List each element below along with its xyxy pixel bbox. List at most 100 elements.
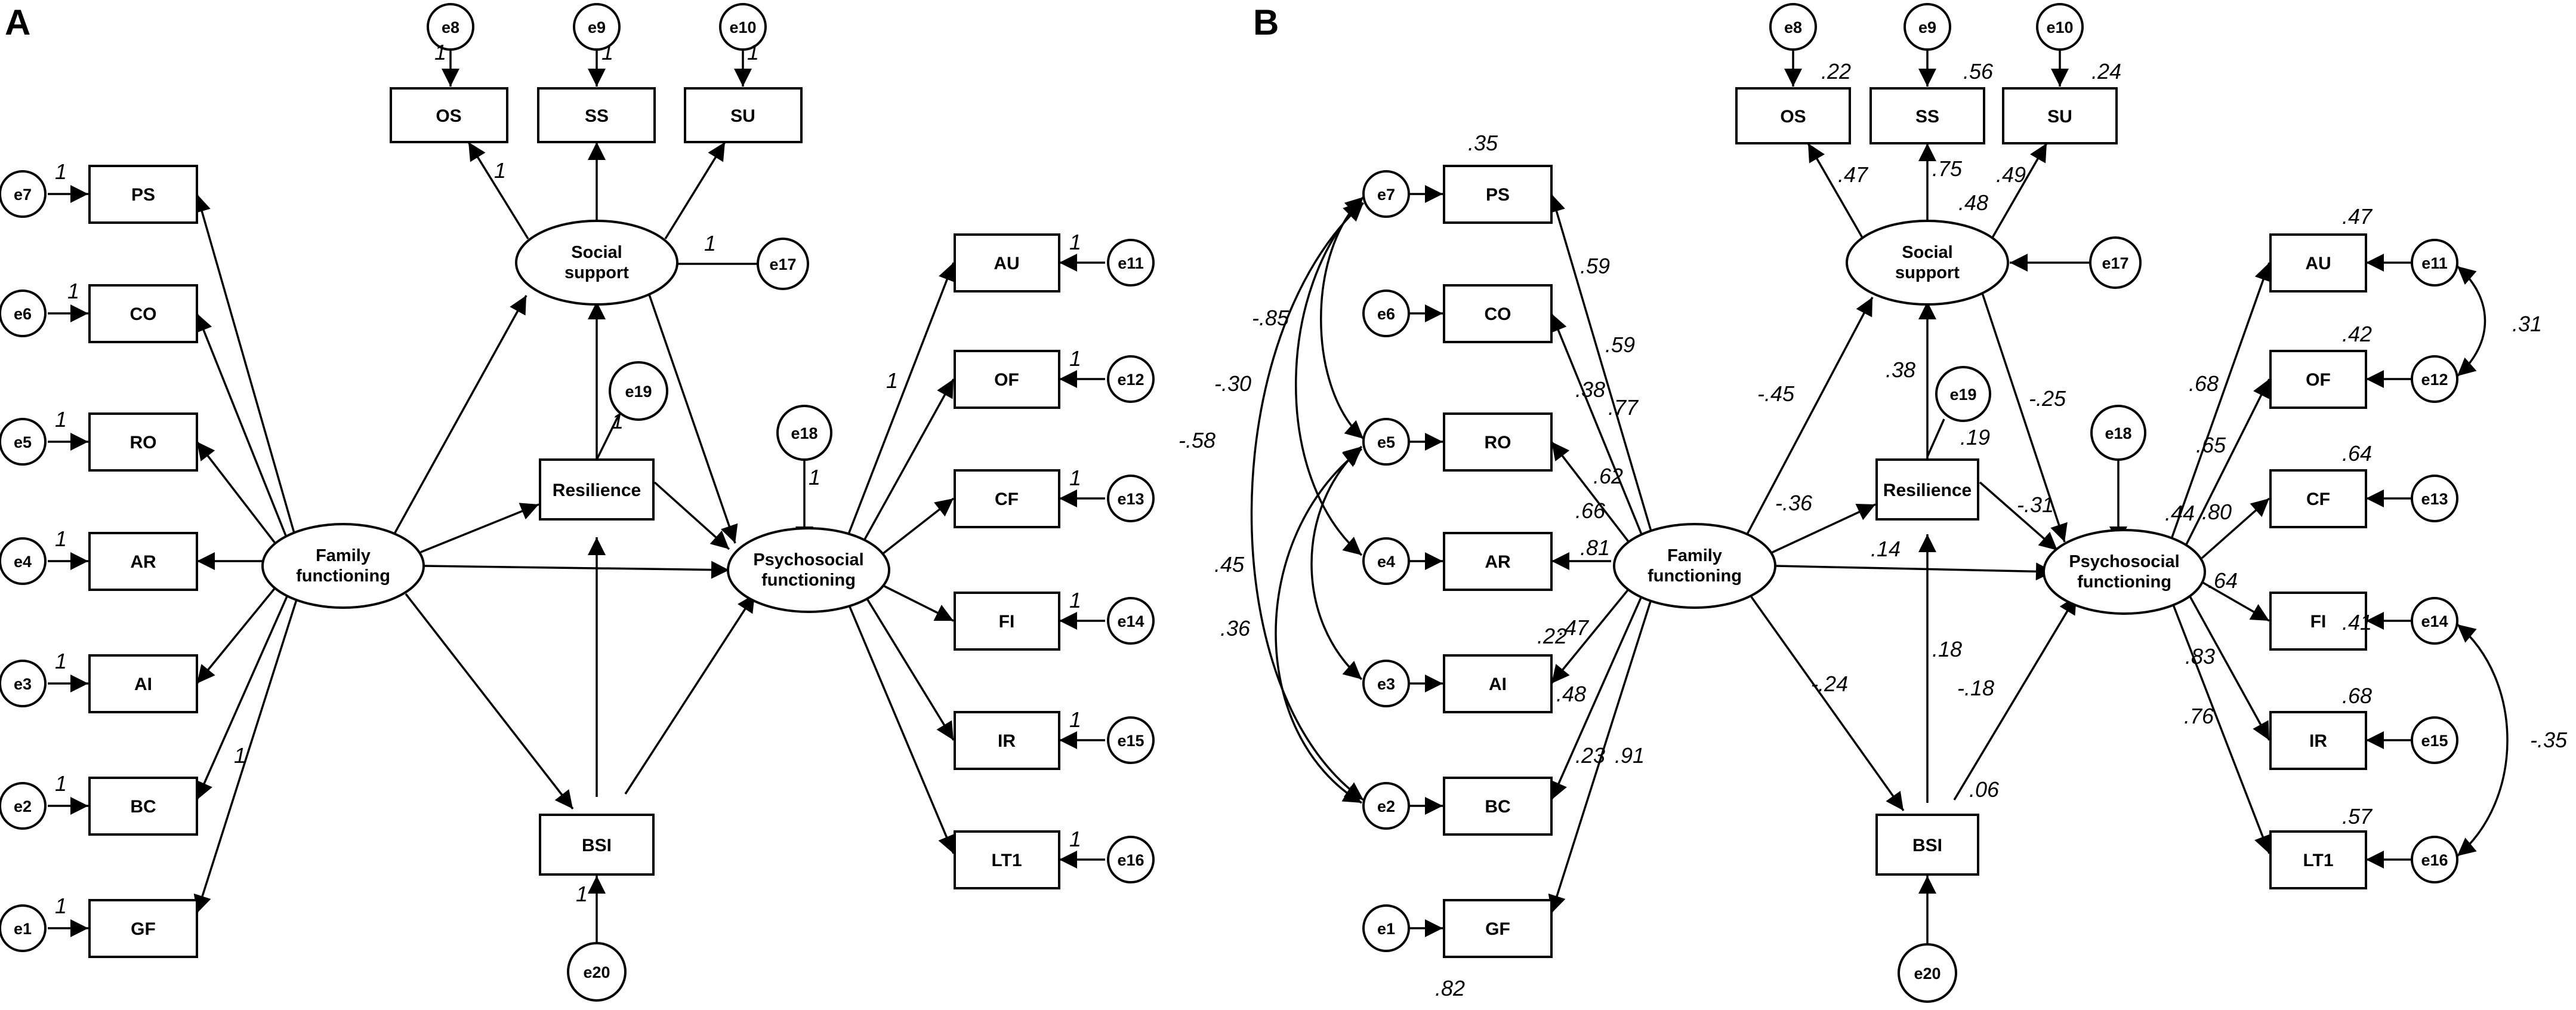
label-e16-b: e16 xyxy=(2421,851,2448,869)
error-e13-a xyxy=(1107,475,1155,522)
node-ai-b xyxy=(1443,654,1553,713)
label-bsi-b: BSI xyxy=(1912,836,1942,855)
label-social-a-1: Social xyxy=(571,243,622,262)
label-e11-a: e11 xyxy=(1118,254,1144,272)
label-gf-a: GF xyxy=(131,919,156,939)
label-fi-b: FI xyxy=(2310,612,2327,632)
weight-b-cov-e7-e2: -.58 xyxy=(1179,428,1215,452)
weight-b-r2-ir: .68 xyxy=(2342,683,2372,708)
weight-b-ssup-su: .49 xyxy=(1996,162,2026,187)
node-bsi-a xyxy=(539,814,655,876)
error-e20-a xyxy=(567,942,627,1002)
label-e10-a: e10 xyxy=(729,19,756,36)
weight-a-e12-of: 1 xyxy=(1069,346,1081,371)
error-e2-a xyxy=(0,782,47,830)
weight-b-r2-bsi: .06 xyxy=(1969,777,2000,802)
weight-b-r2-fi: .41 xyxy=(2342,610,2372,635)
error-e3-a xyxy=(0,660,47,707)
label-ps-a: PS xyxy=(131,185,155,205)
weight-a-e5-ro: 1 xyxy=(55,407,67,432)
weight-b-ssup-os: .47 xyxy=(1838,162,1869,187)
error-e15-a xyxy=(1107,716,1155,764)
weight-a-e8-os: 1 xyxy=(434,40,446,64)
weight-b-r2-bc: .23 xyxy=(1575,743,1605,768)
label-e11-b: e11 xyxy=(2421,254,2448,272)
error-e9-a xyxy=(573,3,621,51)
error-e17-a xyxy=(757,238,809,290)
label-family-a-2: functioning xyxy=(296,566,390,586)
weight-b-cov-e5-e2: .36 xyxy=(1220,616,1251,641)
node-ar-b xyxy=(1443,532,1553,591)
weight-a-e17-ss: 1 xyxy=(704,231,716,255)
label-ai-b: AI xyxy=(1489,675,1507,694)
panel-b: B xyxy=(1179,2,2568,1003)
label-resilience-a: Resilience xyxy=(553,481,641,500)
weight-b-ff-ps: .59 xyxy=(1605,332,1635,357)
error-e5-a xyxy=(0,418,47,466)
panel-a-latents xyxy=(261,220,890,613)
label-su-a: SU xyxy=(730,106,755,126)
node-ss-b xyxy=(1869,87,1985,144)
label-psycho-b-2: functioning xyxy=(2077,572,2171,592)
error-e6-a xyxy=(0,290,47,337)
weight-b-r2-au: .47 xyxy=(2342,204,2373,229)
node-ai-a xyxy=(88,654,198,713)
label-e6-a: e6 xyxy=(14,305,32,323)
label-co-b: CO xyxy=(1485,304,1511,324)
label-bc-b: BC xyxy=(1485,797,1510,817)
weight-b-ff-ar: .81 xyxy=(1580,535,1610,560)
weight-b-r2-ps: .35 xyxy=(1468,131,1498,155)
label-social-b-2: support xyxy=(1895,263,1960,282)
error-e20-b xyxy=(1898,943,1957,1003)
node-bc-a xyxy=(88,777,198,836)
label-ai-a: AI xyxy=(134,675,152,694)
label-e10-b: e10 xyxy=(2046,19,2073,36)
weight-a-pf-au: 1 xyxy=(886,368,898,393)
weight-a-e11-au: 1 xyxy=(1069,230,1081,254)
node-social-support-a xyxy=(515,220,678,306)
label-e20-a: e20 xyxy=(583,963,610,981)
node-su-b xyxy=(2002,87,2118,144)
panel-b-weights: .35 .22 .56 .24 .47 .75 .49 .48 .47 .42 … xyxy=(1179,59,2568,1000)
error-e7-a xyxy=(0,170,47,218)
weight-b-pf-ir: .83 xyxy=(2185,644,2215,669)
node-co-b xyxy=(1443,284,1553,343)
error-e8-a xyxy=(427,3,474,51)
label-e4-a: e4 xyxy=(14,553,32,571)
node-ir-a xyxy=(954,711,1060,770)
node-au-a xyxy=(954,233,1060,292)
label-os-a: OS xyxy=(436,106,461,126)
weight-b-r2-gf: .82 xyxy=(1435,976,1465,1000)
error-e3-b xyxy=(1362,660,1410,707)
panel-a: A xyxy=(0,2,1155,1002)
node-ar-a xyxy=(88,532,198,591)
label-e17-a: e17 xyxy=(769,255,796,273)
label-au-a: AU xyxy=(994,254,1019,273)
weight-b-ff-bsi: -.24 xyxy=(1811,672,1848,696)
weight-a-ff-gf: 1 xyxy=(234,743,246,768)
error-e10-b xyxy=(2036,3,2084,51)
label-bc-a: BC xyxy=(130,797,156,817)
weight-b-cov-e14-e16: -.35 xyxy=(2530,728,2568,752)
label-ss-a: SS xyxy=(585,106,609,126)
panel-b-indicators xyxy=(1443,87,2367,958)
error-e18-b xyxy=(2090,405,2146,461)
node-ir-b xyxy=(2269,711,2367,770)
node-su-a xyxy=(684,87,803,143)
panel-b-node-labels: PS CO RO AR AI BC GF OS SS SU Resilience… xyxy=(1377,19,2448,983)
error-e11-b xyxy=(2411,239,2458,287)
label-au-b: AU xyxy=(2305,254,2331,273)
weight-b-ff-bc: .48 xyxy=(1556,682,1586,706)
label-e7-b: e7 xyxy=(1377,186,1395,204)
label-e2-a: e2 xyxy=(14,797,32,815)
node-of-b xyxy=(2269,350,2367,409)
weight-a-e15-ir: 1 xyxy=(1069,707,1081,732)
label-e20-b: e20 xyxy=(1914,965,1941,983)
weight-b-ff-ro: .62 xyxy=(1593,464,1623,488)
panel-label-a: A xyxy=(5,2,30,42)
label-fi-a: FI xyxy=(999,612,1015,632)
weight-b-res-pf: -.31 xyxy=(2017,492,2054,517)
label-ar-b: AR xyxy=(1485,552,1511,572)
label-e18-b: e18 xyxy=(2105,424,2131,442)
label-e5-a: e5 xyxy=(14,433,32,451)
